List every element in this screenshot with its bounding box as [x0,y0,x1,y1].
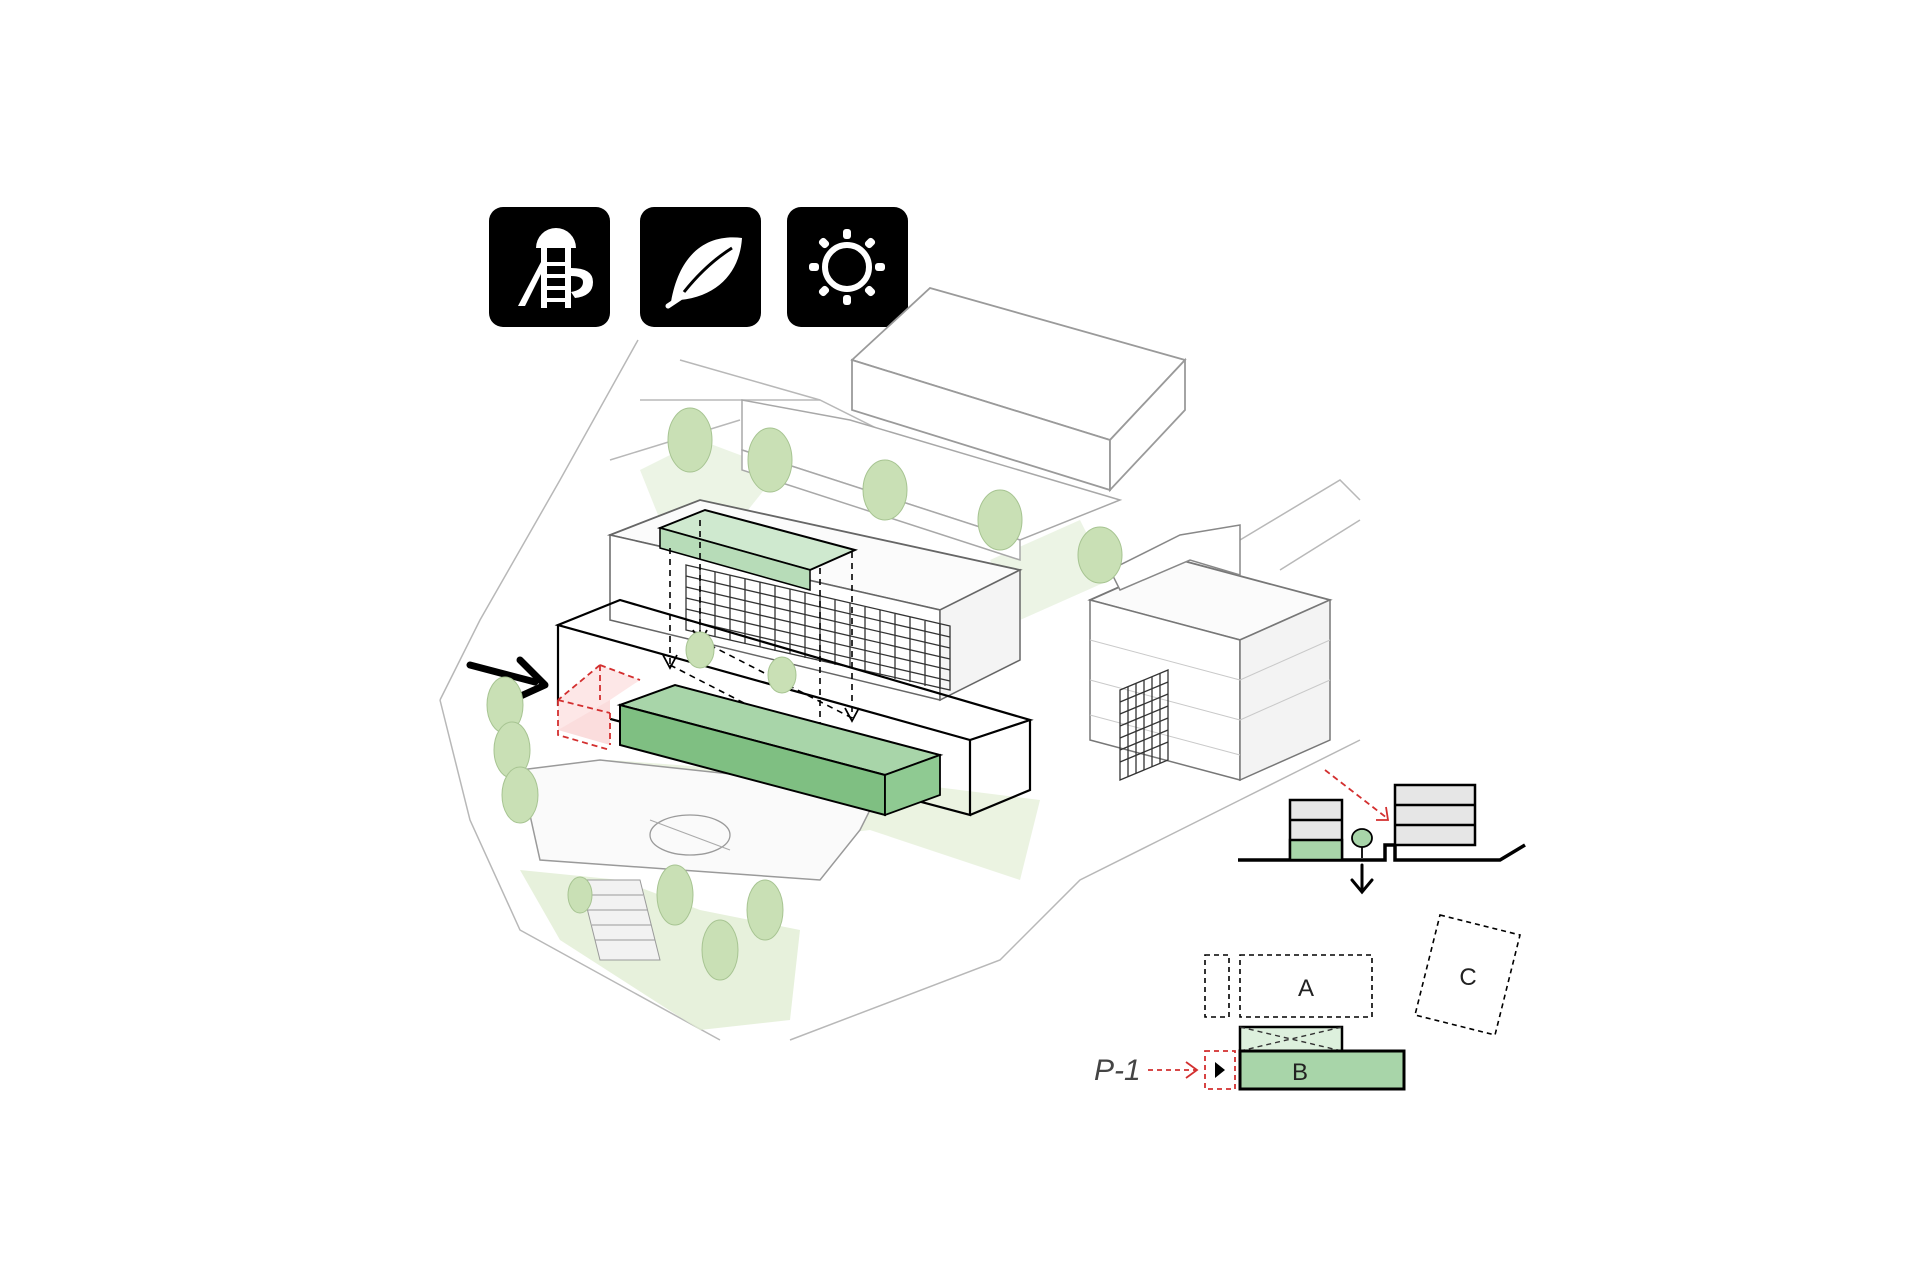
back-building-top [850,286,1187,493]
plan-upper-green-block [1238,1025,1344,1053]
label-c: C [1459,964,1476,991]
green-ground-volume [616,683,944,817]
stairs [579,879,661,961]
label-a: A [1298,975,1314,1002]
plan-block-b [1238,1049,1406,1091]
plan-block-a [1239,954,1373,1018]
leaf-icon [640,207,761,327]
icon-row [489,207,908,327]
plan-legend: A C B P-1 [1094,914,1521,1091]
dashed-projection-lines [669,520,853,743]
trees [486,407,1123,981]
plan-red-dashed-box [1204,1050,1236,1090]
entrance-arrow [466,656,549,704]
label-b: B [1292,1059,1308,1086]
section-diagram [1238,769,1526,895]
p1-pointer: P-1 [1094,1054,1199,1087]
down-arrow [1350,863,1374,895]
green-upper-volume [656,508,858,591]
playground-slide-icon [489,207,610,327]
section-building-left [1288,798,1344,862]
section-red-arrow [1324,769,1390,821]
section-tree [1351,828,1373,858]
plan-small-dashed-box [1204,954,1230,1018]
right-tower [1087,524,1333,782]
red-dashed-volume [557,664,641,751]
tower-curtain-wall [1119,669,1169,781]
curtain-wall-grid [685,564,951,691]
entry-triangle-icon [1215,1062,1225,1078]
plan-block-c [1414,914,1521,1036]
sun-icon [787,207,908,327]
label-p1: P-1 [1094,1054,1141,1087]
section-building-right [1393,783,1477,847]
